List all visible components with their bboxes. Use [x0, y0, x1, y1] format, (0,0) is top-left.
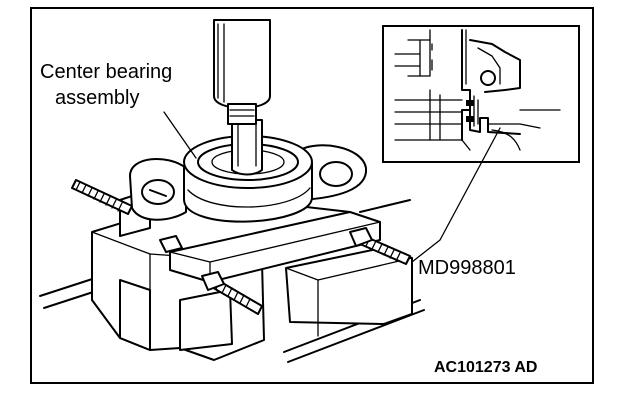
- label-center-bearing-line1: Center bearing: [40, 61, 172, 83]
- bearing-leader-line: [163, 111, 197, 159]
- threaded-bolt-left: [71, 179, 133, 215]
- label-tool-number: MD998801: [418, 257, 516, 279]
- figure-border: [30, 7, 594, 384]
- threaded-bolt-front: [201, 271, 263, 315]
- label-center-bearing-line2: assembly: [55, 87, 139, 109]
- threaded-bolt-right: [349, 227, 411, 265]
- inset-border: [382, 25, 580, 163]
- figure-code: AC101273 AD: [434, 359, 537, 376]
- threaded-bolt-rear: [159, 235, 183, 253]
- press-ram: [213, 19, 271, 125]
- center-bearing: [129, 119, 368, 223]
- inset-detail: [382, 25, 580, 163]
- tool-leader-line: [411, 127, 501, 263]
